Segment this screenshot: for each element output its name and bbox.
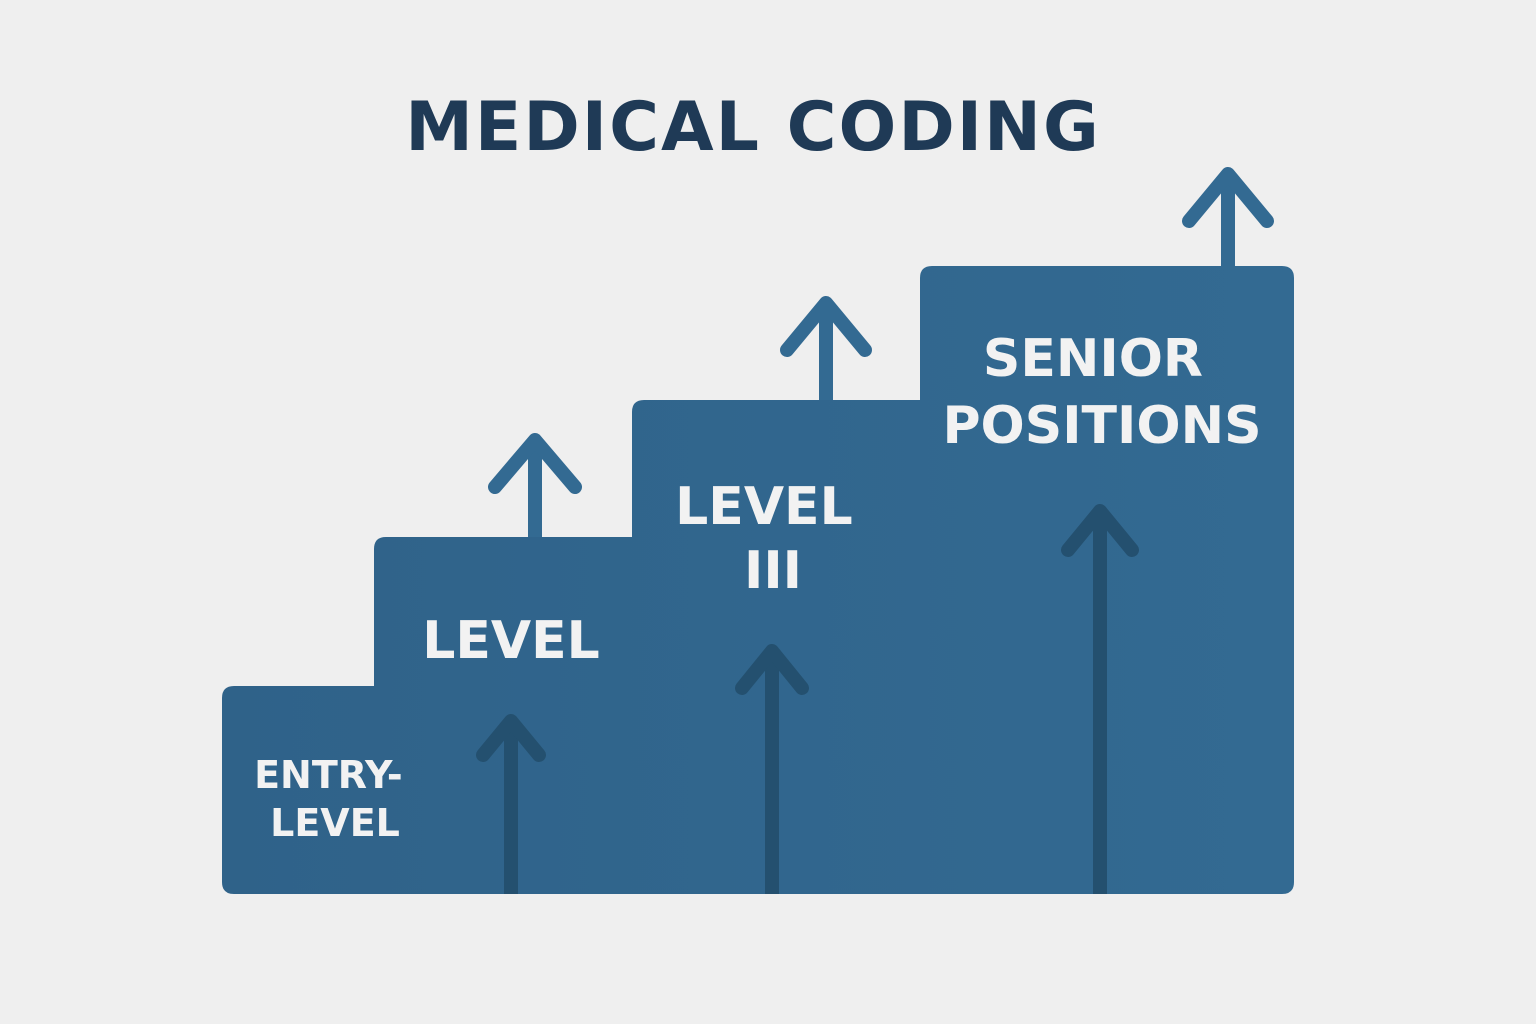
arrow-up-icon: [1061, 504, 1139, 894]
arrow-up-icon: [1182, 167, 1274, 276]
arrow-up-icon: [735, 644, 809, 894]
step-label-level: LEVEL: [422, 611, 600, 671]
diagram-title: MEDICAL CODING: [405, 88, 1101, 167]
arrow-up-icon: [780, 296, 872, 410]
arrow-up-icon: [488, 433, 582, 547]
step-label-entry-level: ENTRY- LEVEL: [254, 753, 416, 845]
step-label-level-iii: LEVEL III: [675, 477, 871, 601]
arrow-up-icon: [476, 714, 546, 894]
step-label-senior-positions: SENIOR POSITIONS: [942, 329, 1261, 456]
